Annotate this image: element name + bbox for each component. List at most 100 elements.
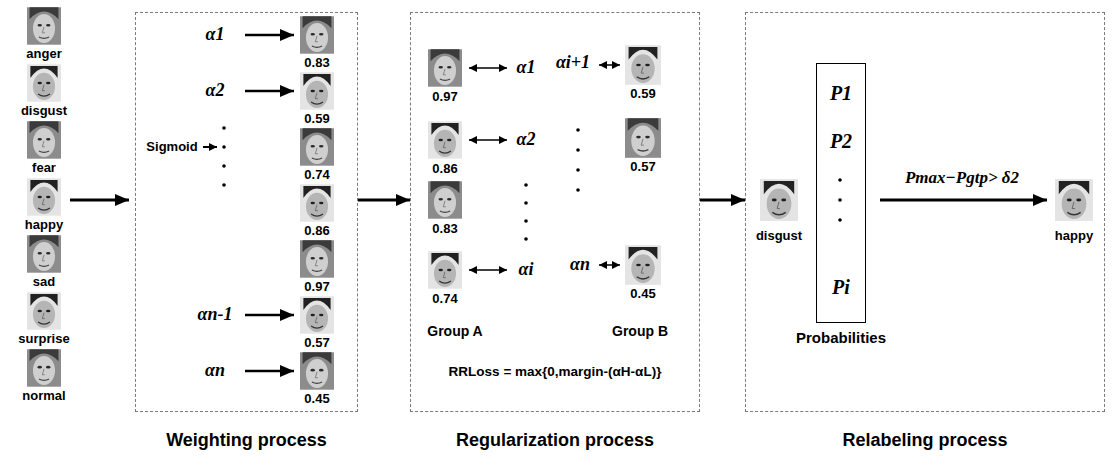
- weight-value: 0.57: [630, 160, 655, 174]
- ellipsis-dot: [524, 219, 528, 223]
- weight-value: 0.97: [304, 280, 329, 294]
- weight-arrow: [245, 314, 294, 317]
- face-photo: [428, 49, 462, 86]
- weight-symbol: αi: [519, 260, 534, 280]
- ellipsis-dot: [222, 164, 226, 168]
- ellipsis-dot: [524, 201, 528, 205]
- weight-arrow: [245, 90, 294, 93]
- face-photo: [625, 45, 661, 85]
- weight-symbol: αn: [570, 255, 590, 275]
- weight-value: 0.86: [432, 162, 457, 176]
- pair-arrow: [469, 269, 507, 271]
- face-photo: [300, 296, 334, 333]
- probability-symbol: Pi: [832, 276, 850, 298]
- process-region: Weighting process: [135, 12, 358, 412]
- face-photo: [27, 121, 61, 158]
- face-photo: [27, 292, 61, 329]
- face-photo: [300, 16, 334, 53]
- face-photo: [428, 121, 462, 158]
- face-photo: [300, 72, 334, 109]
- weight-symbol: α2: [517, 130, 536, 150]
- weight-symbol: αn-1: [198, 305, 233, 325]
- face-photo: [27, 235, 61, 272]
- function-label: Sigmoid: [146, 140, 197, 154]
- weight-value: 0.74: [432, 292, 457, 306]
- weight-value: 0.86: [304, 224, 329, 238]
- pair-arrow: [469, 67, 507, 69]
- emotion-label: fear: [32, 161, 56, 175]
- ellipsis-dot: [838, 198, 842, 202]
- weight-value: 0.83: [304, 56, 329, 70]
- ellipsis-dot: [576, 148, 580, 152]
- pair-arrow: [469, 139, 507, 141]
- pair-arrow: [599, 64, 620, 66]
- ellipsis-dot: [524, 237, 528, 241]
- weight-value: 0.57: [304, 336, 329, 350]
- sigmoid-arrow: [203, 146, 217, 148]
- face-photo: [300, 128, 334, 165]
- weight-symbol: α2: [206, 81, 225, 101]
- face-photo: [428, 181, 462, 218]
- emotion-label: happy: [25, 218, 63, 232]
- face-photo: [1055, 179, 1093, 221]
- weight-value: 0.97: [432, 90, 457, 104]
- face-photo: [27, 178, 61, 215]
- weight-value: 0.74: [304, 168, 329, 182]
- flow-arrow: [700, 199, 745, 202]
- relabel-arrow: [880, 199, 1047, 202]
- flow-arrow: [358, 199, 410, 202]
- face-photo: [625, 245, 661, 285]
- process-title: Weighting process: [166, 431, 327, 451]
- ellipsis-dot: [222, 145, 226, 149]
- process-title: Relabeling process: [842, 431, 1007, 451]
- weight-value: 0.83: [432, 222, 457, 236]
- box-caption: Probabilities: [796, 330, 886, 347]
- ellipsis-dot: [838, 218, 842, 222]
- weight-symbol: α1: [517, 58, 536, 78]
- ellipsis-dot: [838, 178, 842, 182]
- process-region: Relabeling processP1P2PiProbabilities: [745, 12, 1105, 412]
- process-region: Regularization process: [410, 12, 700, 412]
- face-photo: [428, 251, 462, 288]
- emotion-label: normal: [22, 389, 65, 403]
- face-photo: [27, 64, 61, 101]
- ellipsis-dot: [222, 183, 226, 187]
- loss-formula: RRLoss = max{0,margin-(αH-αL)}: [449, 365, 662, 380]
- face-photo: [625, 118, 661, 158]
- probability-box: P1P2PiProbabilities: [816, 63, 866, 323]
- weight-value: 0.45: [304, 392, 329, 406]
- face-photo: [27, 7, 61, 44]
- emotion-label: sad: [33, 275, 55, 289]
- weight-symbol: α1: [206, 25, 225, 45]
- weight-value: 0.45: [630, 287, 655, 301]
- face-photo: [27, 349, 61, 386]
- emotion-label: anger: [26, 47, 61, 61]
- relabel-condition: Pmax−Pgtp> δ2: [905, 169, 1019, 188]
- weight-value: 0.59: [630, 87, 655, 101]
- ellipsis-dot: [576, 168, 580, 172]
- probability-symbol: P2: [830, 130, 852, 152]
- weight-symbol: αi+1: [556, 53, 590, 73]
- pair-arrow: [599, 264, 620, 266]
- group-label: Group B: [612, 324, 668, 339]
- weight-arrow: [245, 370, 294, 373]
- group-label: Group A: [427, 324, 482, 339]
- ellipsis-dot: [222, 126, 226, 130]
- face-photo: [300, 240, 334, 277]
- probability-symbol: P1: [830, 82, 852, 104]
- ellipsis-dot: [576, 188, 580, 192]
- weight-value: 0.59: [304, 112, 329, 126]
- face-photo: [300, 184, 334, 221]
- process-title: Regularization process: [456, 431, 654, 451]
- emotion-label: disgust: [21, 104, 67, 118]
- emotion-label: surprise: [18, 332, 69, 346]
- input-arrow: [70, 199, 129, 202]
- emotion-label: disgust: [756, 229, 802, 243]
- weight-arrow: [245, 34, 294, 37]
- face-photo: [760, 179, 798, 221]
- emotion-label: happy: [1055, 229, 1093, 243]
- ellipsis-dot: [576, 128, 580, 132]
- ellipsis-dot: [524, 183, 528, 187]
- weight-symbol: αn: [205, 361, 225, 381]
